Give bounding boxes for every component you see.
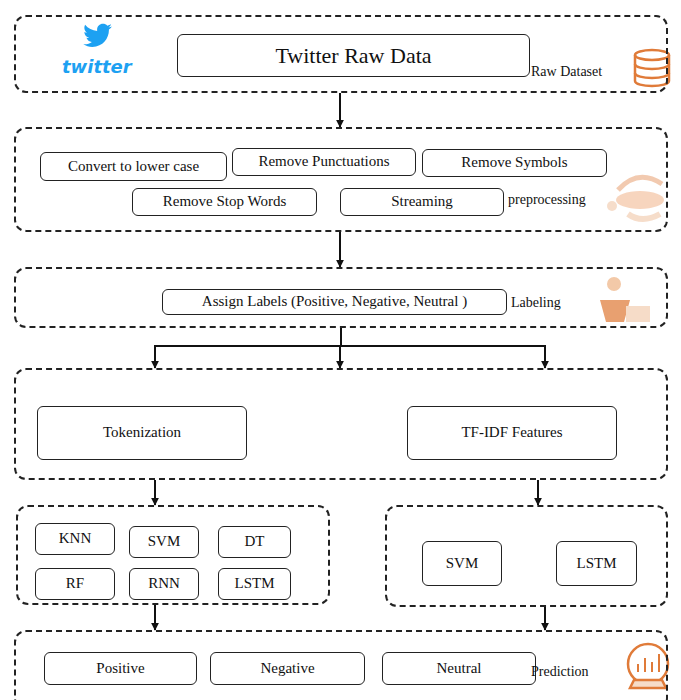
flow-arrow bbox=[155, 328, 545, 368]
process-box: DT bbox=[218, 526, 291, 558]
process-box: RNN bbox=[129, 568, 199, 600]
process-box: TF-IDF Features bbox=[407, 406, 617, 460]
crystal-ball-icon bbox=[628, 644, 668, 688]
box-label: Neutral bbox=[437, 660, 482, 677]
process-box: LSTM bbox=[218, 568, 291, 600]
arrow-line bbox=[155, 328, 341, 368]
database-icon bbox=[635, 50, 669, 86]
arrow-line bbox=[154, 480, 156, 505]
process-box: LSTM bbox=[556, 541, 637, 586]
stage-panel: Labeling Assign Labels (Positive, Negativ… bbox=[14, 267, 668, 328]
stage-panel: SVM LSTM bbox=[385, 505, 668, 607]
arrow-line bbox=[544, 607, 546, 630]
arrow-line bbox=[537, 480, 539, 505]
process-box: Tokenization bbox=[37, 406, 247, 460]
process-box: Twitter Raw Data bbox=[177, 34, 530, 77]
flow-arrow bbox=[545, 607, 546, 630]
stage-panel: Raw Dataset Twitter Raw Data bbox=[14, 15, 668, 93]
twitter-bird bbox=[83, 24, 112, 47]
box-label: RNN bbox=[148, 575, 180, 592]
box-label: Negative bbox=[260, 660, 314, 677]
stage-panel: preprocessingConvert to lower caseRemove… bbox=[14, 127, 668, 232]
flow-arrow bbox=[155, 480, 156, 505]
box-label: TF-IDF Features bbox=[461, 424, 562, 441]
process-box: Remove Symbols bbox=[422, 149, 607, 177]
process-box: Remove Punctuations bbox=[232, 148, 416, 176]
process-box: Neutral bbox=[382, 652, 536, 685]
process-box: Positive bbox=[44, 652, 197, 685]
box-label: Remove Punctuations bbox=[258, 153, 389, 170]
box-label: Twitter Raw Data bbox=[275, 43, 431, 68]
box-label: LSTM bbox=[576, 555, 616, 572]
process-box: Convert to lower case bbox=[40, 152, 227, 181]
box-label: LSTM bbox=[234, 575, 274, 592]
arrow-line bbox=[154, 605, 156, 630]
stage-panel: Prediction Positive Negative Neutral bbox=[14, 630, 668, 700]
arrow-line bbox=[339, 232, 341, 267]
box-label: SVM bbox=[148, 533, 181, 550]
stage-panel: Tokenization TF-IDF Features bbox=[14, 368, 668, 480]
box-label: Remove Symbols bbox=[461, 154, 567, 171]
box-label: Remove Stop Words bbox=[163, 193, 287, 210]
stage-panel: KNN SVM DT RF RNN LSTM bbox=[16, 505, 330, 605]
stage-heading: Raw Dataset bbox=[531, 64, 602, 80]
box-label: RF bbox=[66, 575, 84, 592]
process-box: KNN bbox=[35, 523, 115, 555]
labeling-icon bbox=[600, 277, 650, 322]
box-label: Positive bbox=[96, 660, 144, 677]
process-box: Assign Labels (Positive, Negative, Neutr… bbox=[162, 289, 507, 315]
box-label: Tokenization bbox=[103, 424, 181, 441]
box-label: SVM bbox=[446, 555, 479, 572]
stage-heading: Prediction bbox=[531, 664, 589, 680]
flow-arrow bbox=[340, 232, 341, 267]
arrow-line bbox=[339, 93, 341, 127]
stage-heading: Labeling bbox=[511, 295, 561, 311]
process-box: RF bbox=[35, 568, 115, 600]
box-label: Streaming bbox=[391, 193, 453, 210]
process-box: Streaming bbox=[340, 188, 504, 216]
process-box: Negative bbox=[210, 652, 365, 685]
process-box: SVM bbox=[422, 541, 502, 586]
flow-arrow bbox=[340, 93, 341, 127]
box-label: DT bbox=[245, 533, 265, 550]
flow-arrow bbox=[538, 480, 539, 505]
preprocessing-icon bbox=[607, 177, 664, 219]
box-label: KNN bbox=[59, 530, 92, 547]
box-label: Assign Labels (Positive, Negative, Neutr… bbox=[202, 293, 467, 310]
process-box: Remove Stop Words bbox=[132, 188, 317, 216]
box-label: Convert to lower case bbox=[68, 158, 199, 175]
process-box: SVM bbox=[129, 526, 199, 558]
flow-arrow bbox=[155, 605, 156, 630]
stage-heading: preprocessing bbox=[508, 192, 586, 208]
logo-wordmark: twitter bbox=[62, 56, 132, 77]
arrow-line bbox=[341, 328, 545, 368]
